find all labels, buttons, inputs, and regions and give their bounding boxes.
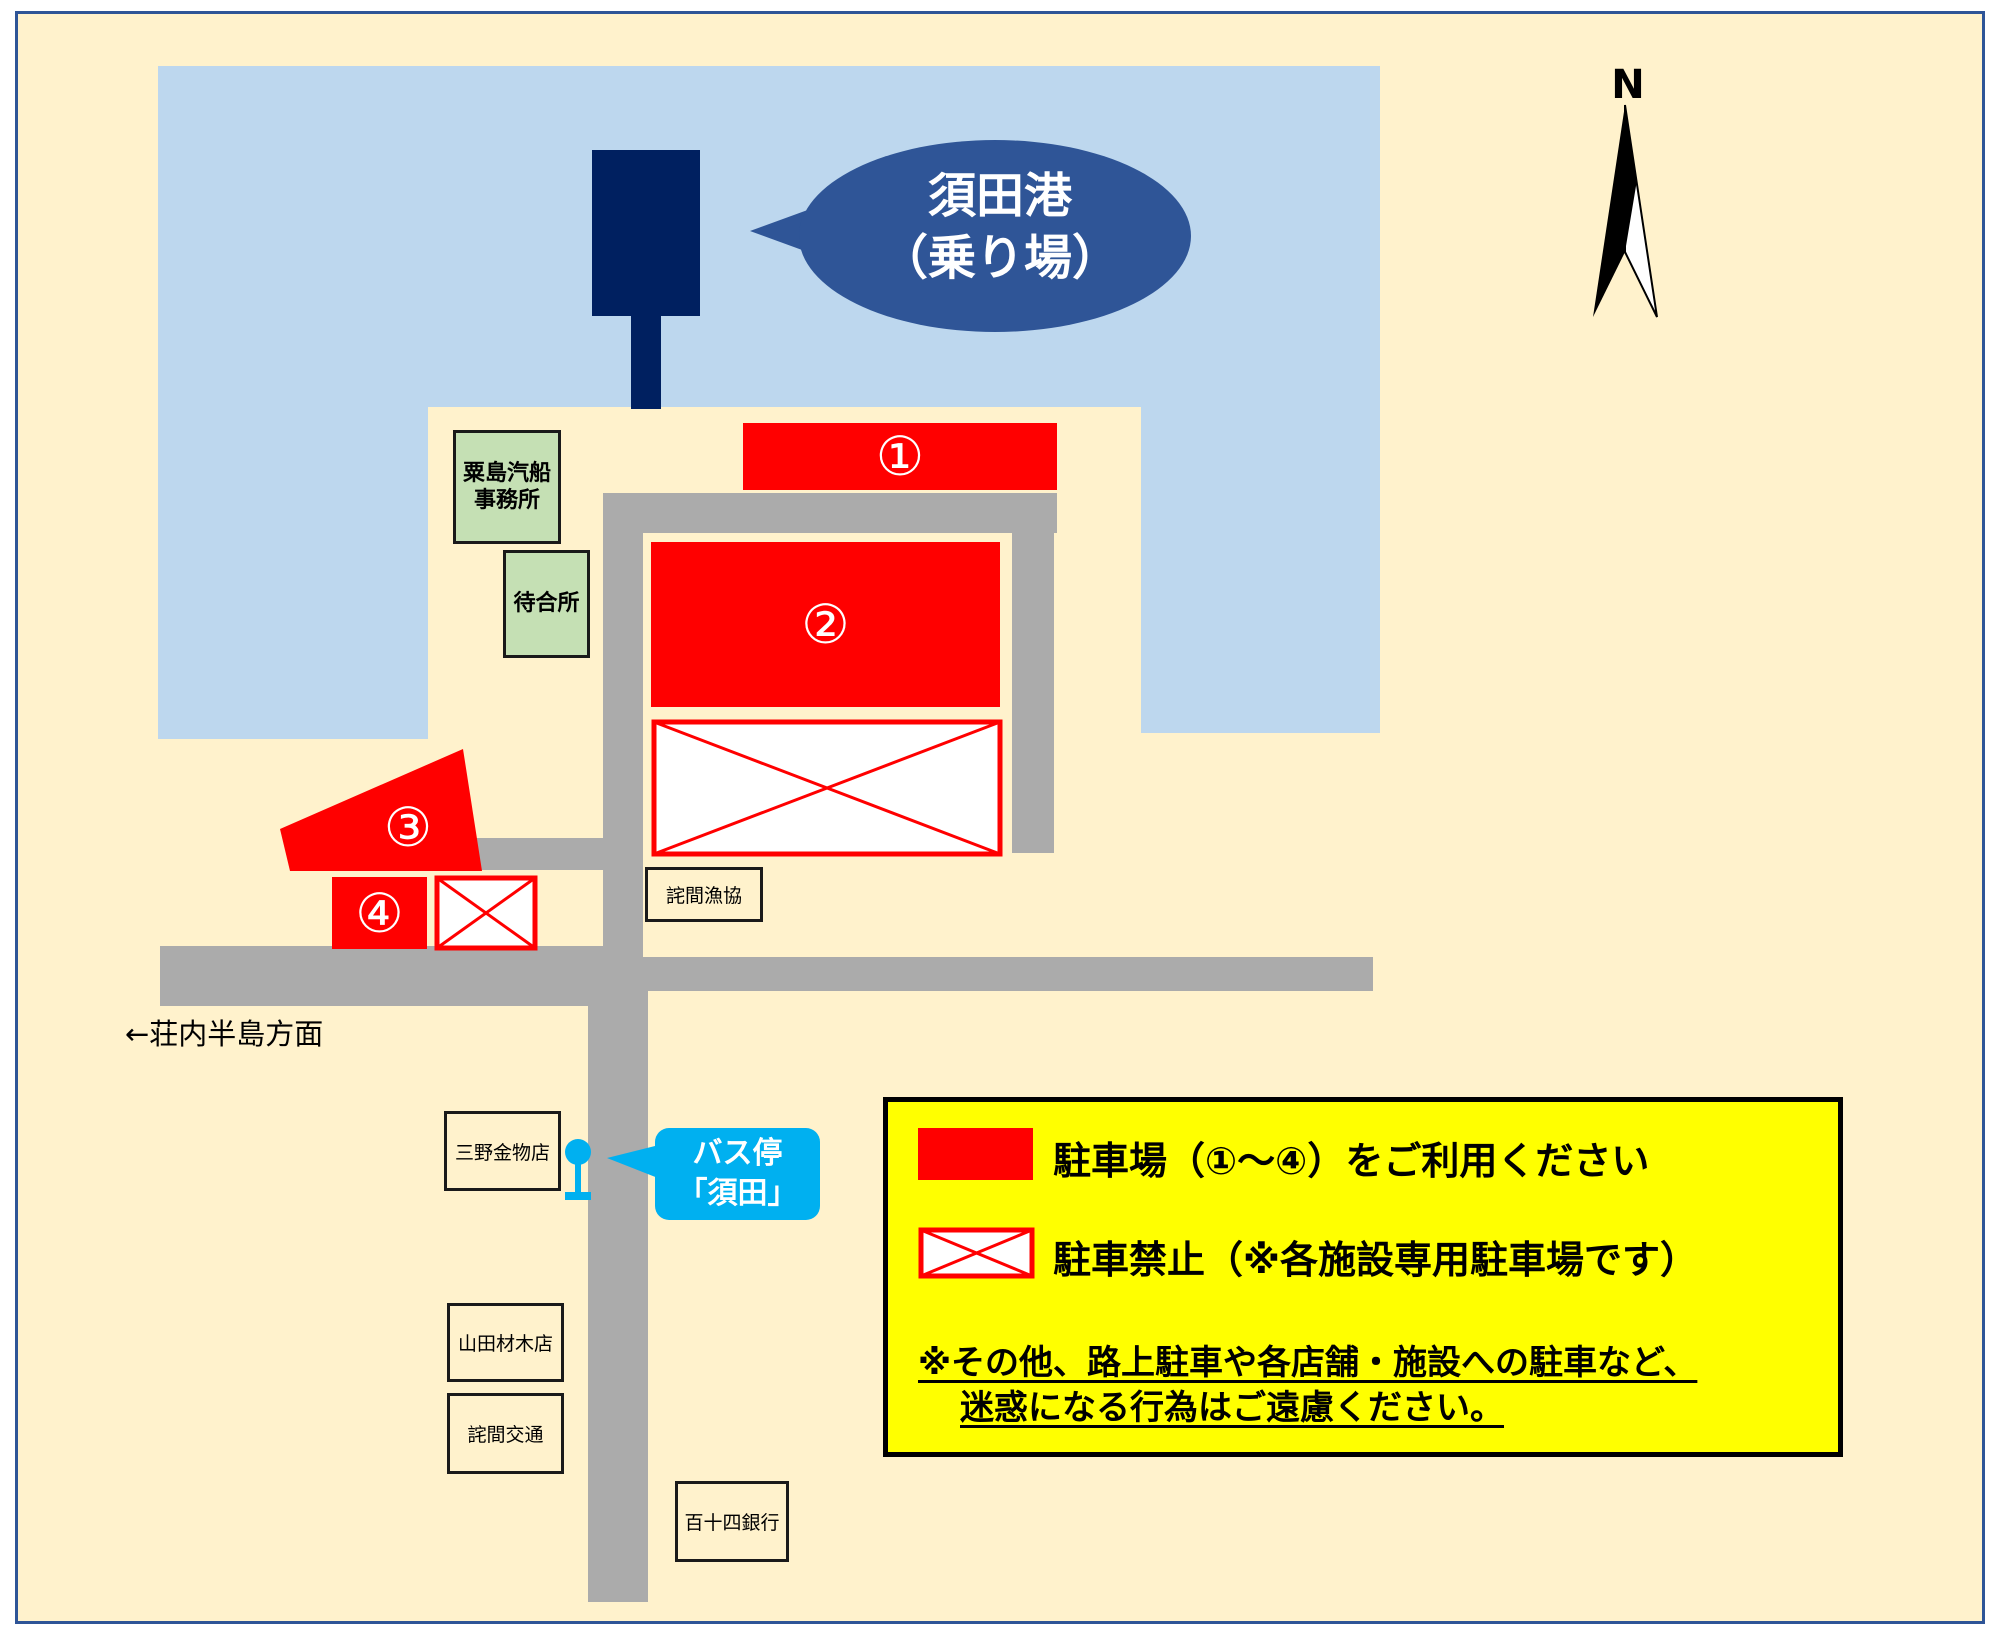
parking-lot-1[interactable]: ①: [743, 423, 1057, 490]
building-takuma-kotsu: 詫間交通: [447, 1393, 564, 1474]
legend-no-parking-swatch: [918, 1227, 1035, 1279]
building-mino-kanamono: 三野金物店: [444, 1111, 561, 1191]
no-parking-area-west: [434, 875, 538, 951]
building-hyakujushi-ginko: 百十四銀行: [675, 1481, 789, 1562]
parking-lot-2[interactable]: ②: [651, 542, 1000, 707]
road-main-east: [643, 957, 1373, 991]
parking-lot-3: ③: [383, 795, 433, 859]
pier-platform: [592, 150, 700, 316]
legend-parking-text: 駐車場（①～④）をご利用ください: [1053, 1139, 1650, 1183]
road-harbor-north: [603, 493, 1057, 533]
road-branch-west: [470, 838, 620, 870]
compass-label: N: [1611, 62, 1645, 108]
building-yamada-zaimoku: 山田材木店: [447, 1303, 564, 1382]
legend-no-parking-text: 駐車禁止（※各施設専用駐車場です）: [1053, 1238, 1698, 1282]
bus-stop-icon: [565, 1139, 591, 1200]
bus-stop-pointer: [607, 1144, 663, 1180]
building-awashima-kisen-office: 粟島汽船 事務所: [453, 430, 561, 544]
port-label: 須田港 （乗り場）: [865, 165, 1135, 290]
bus-stop-stop-name: 「須田」: [677, 1176, 798, 1211]
road-harbor-east: [1012, 493, 1054, 853]
legend-parking-swatch: [918, 1128, 1033, 1180]
building-awashima-kisen-line2: 事務所: [473, 488, 540, 513]
building-awashima-kisen-line1: 粟島汽船: [462, 460, 551, 486]
direction-label: ←荘内半島方面: [125, 1017, 324, 1051]
road-main-west: [160, 946, 643, 1006]
legend-box: 駐車場（①～④）をご利用ください 駐車禁止（※各施設専用駐車場です） ※その他、…: [883, 1097, 1843, 1457]
road-main-south: [588, 960, 648, 1602]
bus-stop-name: バス停: [692, 1135, 783, 1171]
port-subtitle: （乗り場）: [879, 230, 1120, 287]
building-takuma-gyokyo: 詫間漁協: [645, 867, 763, 922]
road-harbor-west: [603, 493, 643, 963]
building-machiaisho: 待合所: [503, 550, 590, 658]
parking-lot-3-shape[interactable]: [278, 749, 484, 873]
port-bubble: [750, 140, 1191, 332]
parking-lot-4[interactable]: ④: [332, 877, 427, 949]
sea-area-east: [1141, 66, 1380, 733]
north-arrow-icon: [1593, 104, 1658, 318]
legend-note-line2: 迷惑になる行為はご遠慮ください。: [960, 1388, 1504, 1428]
legend-note-line1: ※その他、路上駐車や各店舗・施設への駐車など、: [918, 1343, 1698, 1383]
no-parking-area-fishery: [651, 719, 1003, 857]
pier-stem: [631, 308, 661, 409]
bus-stop-label: バス停 「須田」: [655, 1128, 820, 1220]
port-name: 須田港: [927, 168, 1072, 224]
